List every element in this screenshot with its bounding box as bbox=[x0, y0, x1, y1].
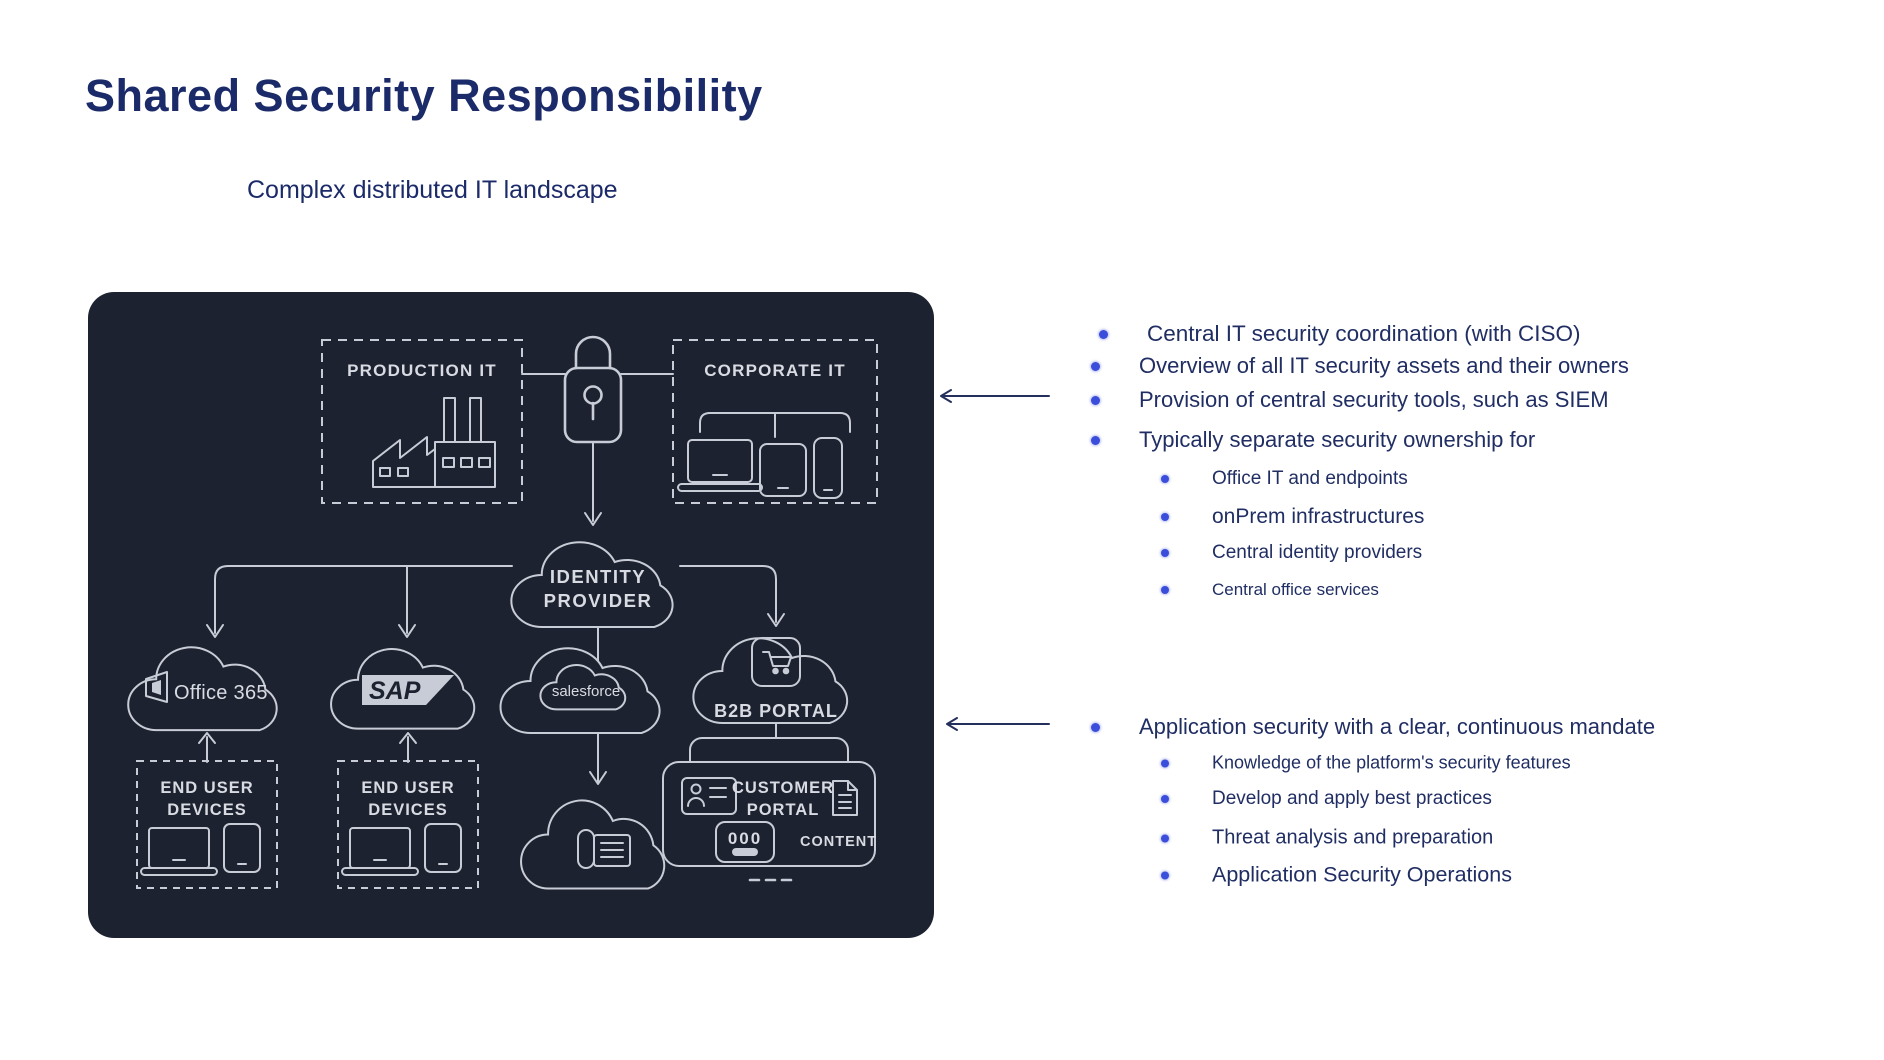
corporate-devices-icon bbox=[677, 412, 851, 499]
id-card-icon bbox=[681, 777, 737, 815]
bullet-dot bbox=[1161, 475, 1169, 483]
central-it-subbullet-3: Central identity providers bbox=[1161, 542, 1422, 564]
content-cloud bbox=[519, 799, 666, 890]
production-it-box: PRODUCTION IT bbox=[321, 339, 523, 504]
bullet-dot bbox=[1161, 759, 1169, 767]
bullet-dot bbox=[1099, 329, 1108, 339]
arrow-to-application-security bbox=[946, 717, 1050, 731]
central-it-bullet-1: Central IT security coordination (with C… bbox=[1099, 321, 1581, 347]
customer-portal-card: CUSTOMER PORTAL 000 CONTENT bbox=[662, 737, 877, 882]
document-icon bbox=[577, 829, 631, 869]
laptop-icon bbox=[140, 827, 218, 876]
b2b-portal-content: B2B PORTAL bbox=[714, 637, 838, 721]
end-user-devices-box-right: END USER DEVICES bbox=[337, 760, 479, 889]
bullet-dot bbox=[1161, 871, 1169, 879]
corporate-it-label: CORPORATE IT bbox=[704, 361, 846, 380]
bullet-dot bbox=[1091, 361, 1100, 371]
office-icon bbox=[145, 671, 168, 703]
arrow-to-central-it bbox=[940, 389, 1050, 403]
keypad-icon: 000 bbox=[715, 821, 775, 863]
end-user-devices-box-left: END USER DEVICES bbox=[136, 760, 278, 889]
office365-logo: Office 365 bbox=[145, 671, 268, 704]
identity-provider-labels: IDENTITY PROVIDER bbox=[544, 566, 653, 611]
cart-icon bbox=[751, 637, 801, 687]
keypad-digits: 000 bbox=[728, 829, 762, 848]
eud-left-line2: DEVICES bbox=[167, 801, 246, 819]
central-it-subbullet-1: Office IT and endpoints bbox=[1161, 468, 1408, 490]
bullet-dot bbox=[1091, 395, 1100, 405]
app-security-subbullet-4: Application Security Operations bbox=[1161, 863, 1512, 888]
bullet-dot bbox=[1091, 722, 1100, 732]
content-label: CONTENT bbox=[800, 834, 877, 850]
padlock-icon bbox=[521, 335, 674, 444]
eud-right-line1: END USER bbox=[361, 779, 454, 797]
app-security-subbullet-3: Threat analysis and preparation bbox=[1161, 827, 1493, 850]
salesforce-label: salesforce bbox=[552, 683, 620, 700]
bullet-dot bbox=[1161, 549, 1169, 557]
diagram-caption: Complex distributed IT landscape bbox=[247, 176, 618, 204]
corporate-it-box: CORPORATE IT bbox=[672, 339, 878, 504]
sap-logo: SAP bbox=[362, 675, 454, 705]
it-landscape-diagram: PRODUCTION IT CORPORATE IT bbox=[126, 335, 878, 890]
page-icon bbox=[832, 780, 858, 816]
page-title: Shared Security Responsibility bbox=[85, 70, 763, 121]
customer-portal-line1: CUSTOMER bbox=[732, 779, 834, 797]
eud-left-line1: END USER bbox=[160, 779, 253, 797]
app-security-lead: Application security with a clear, conti… bbox=[1091, 714, 1655, 740]
it-landscape-panel: PRODUCTION IT CORPORATE IT bbox=[88, 292, 934, 938]
svg-text:PROVIDER: PROVIDER bbox=[544, 590, 653, 611]
tablet-icon bbox=[424, 823, 462, 873]
laptop-icon bbox=[341, 827, 419, 876]
office365-label: Office 365 bbox=[174, 682, 268, 704]
eud-right-line2: DEVICES bbox=[368, 801, 447, 819]
production-it-label: PRODUCTION IT bbox=[347, 361, 497, 380]
central-it-subbullet-2: onPrem infrastructures bbox=[1161, 505, 1424, 529]
bullet-dot bbox=[1161, 586, 1169, 594]
customer-portal-line2: PORTAL bbox=[747, 801, 820, 819]
bullet-dot bbox=[1091, 435, 1100, 445]
factory-icon bbox=[372, 397, 496, 488]
sap-label: SAP bbox=[369, 677, 421, 705]
central-it-bullet-4: Typically separate security ownership fo… bbox=[1091, 427, 1535, 453]
app-security-subbullet-1: Knowledge of the platform's security fea… bbox=[1161, 753, 1571, 774]
central-it-subbullet-4: Central office services bbox=[1161, 580, 1379, 600]
connector-lines bbox=[198, 441, 785, 785]
bullet-dot bbox=[1161, 834, 1169, 842]
tablet-icon bbox=[223, 823, 261, 873]
central-it-bullet-3: Provision of central security tools, suc… bbox=[1091, 387, 1609, 413]
central-it-bullet-2: Overview of all IT security assets and t… bbox=[1091, 353, 1629, 379]
salesforce-logo: salesforce bbox=[539, 664, 627, 711]
app-security-subbullet-2: Develop and apply best practices bbox=[1161, 788, 1492, 810]
svg-text:IDENTITY: IDENTITY bbox=[550, 566, 646, 587]
b2b-portal-label: B2B PORTAL bbox=[714, 701, 838, 721]
bullet-dot bbox=[1161, 795, 1169, 803]
bullet-dot bbox=[1161, 513, 1169, 521]
